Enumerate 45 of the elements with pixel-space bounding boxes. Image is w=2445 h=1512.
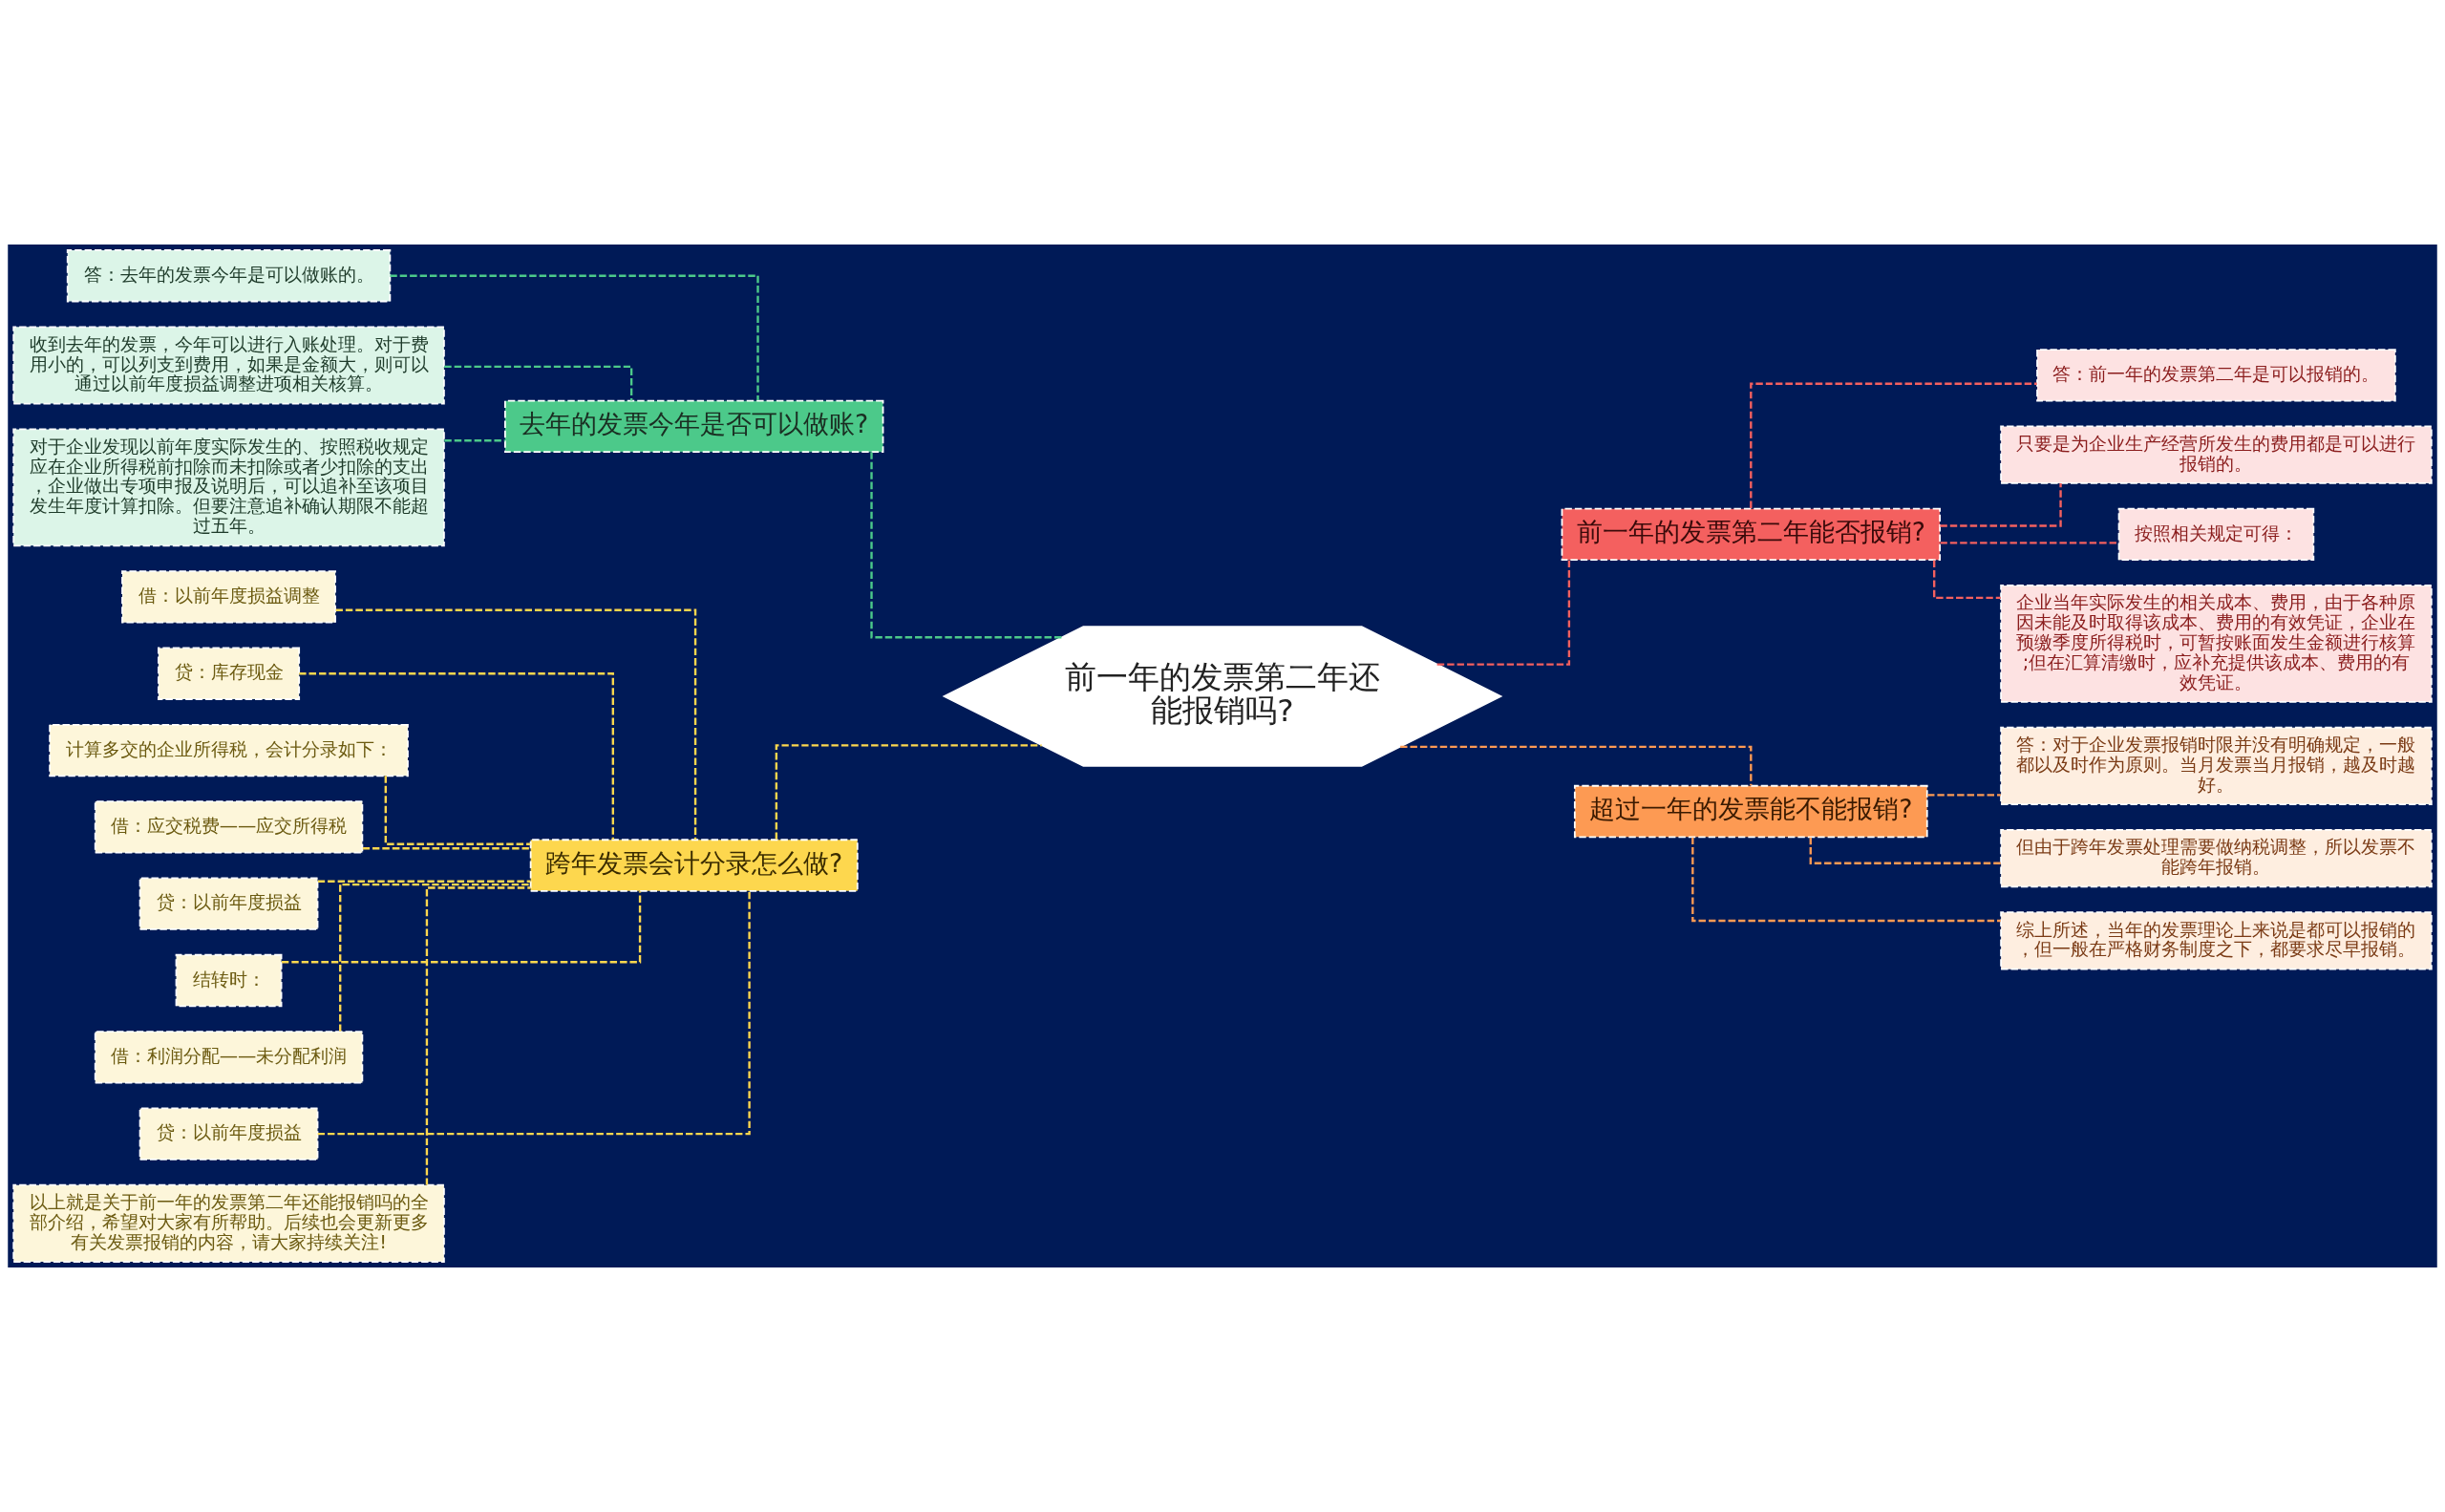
node-box: 但由于跨年发票处理需要做纳税调整，所以发票不能跨年报销。 xyxy=(2000,828,2433,888)
connector xyxy=(1750,382,2037,508)
connector xyxy=(317,880,531,883)
connector xyxy=(339,883,531,1032)
node-box: 贷：以前年度损益 xyxy=(138,877,319,930)
connector xyxy=(390,274,759,400)
connector xyxy=(444,365,633,401)
node-box: 贷：库存现金 xyxy=(158,647,301,700)
node-box: 按照相关规定可得： xyxy=(2117,507,2315,562)
connector xyxy=(1691,837,2001,923)
node-box: 去年的发票今年是否可以做账? xyxy=(503,399,884,454)
node-box: 答：去年的发票今年是可以做账的。 xyxy=(66,249,392,303)
connector xyxy=(1436,560,1571,666)
connector xyxy=(317,891,751,1136)
connector xyxy=(1940,482,2062,527)
node-box: 答：前一年的发票第二年是可以报销的。 xyxy=(2036,349,2396,402)
connector xyxy=(775,744,1042,840)
node-box: 对于企业发现以前年度实际发生的、按照税收规定应在企业所得税前扣除而未扣除或者少扣除的支出，企业做出专项申报及说明后，可以追补至该项目发生年度计算扣除。但要注意追补确认期限不能超过五年。 xyxy=(12,428,445,547)
connector xyxy=(1933,560,2001,600)
node-box: 借：应交税费——应交所得税 xyxy=(94,800,364,854)
connector xyxy=(1400,745,1753,786)
connector xyxy=(299,672,614,840)
connector xyxy=(281,891,642,964)
node-box: 借：以前年度损益调整 xyxy=(121,570,336,624)
node-box: 收到去年的发票，今年可以进行入账处理。对于费用小的，可以列支到费用，如果是金额大，则可以通过以前年度损益调整进项相关核算。 xyxy=(12,326,445,405)
node-box: 答：对于企业发票报销时限并没有明确规定，一般都以及时作为原则。当月发票当月报销，越及时越好。 xyxy=(2000,726,2433,805)
node-box: 结转时： xyxy=(175,953,283,1008)
node-box: 计算多交的企业所得税，会计分录如下： xyxy=(49,723,409,777)
connector xyxy=(335,608,697,840)
connector xyxy=(444,439,505,442)
node-box: 以上就是关于前一年的发票第二年还能报销吗的全部介绍，希望对大家有所帮助。后续也会更新更多有关发票报销的内容，请大家持续关注! xyxy=(12,1183,445,1263)
node-box: 综上所述，当年的发票理论上来说是都可以报销的，但一般在严格财务制度之下，都要求尽早报销。 xyxy=(2000,911,2433,970)
connector xyxy=(1940,542,2118,544)
connector xyxy=(384,776,531,845)
node-box: 前一年的发票第二年能否报销? xyxy=(1561,507,1942,562)
connector xyxy=(362,847,531,850)
connector xyxy=(1927,794,2001,797)
node-box: 贷：以前年度损益 xyxy=(138,1107,319,1161)
node-box: 借：利润分配——未分配利润 xyxy=(94,1031,364,1084)
node-box: 企业当年实际发生的相关成本、费用，由于各种原因未能及时取得该成本、费用的有效凭证，企业在预缴季度所得税时，可暂按账面发生金额进行核算;但在汇算清缴时，应补充提供该成本、费用的有效凭证。 xyxy=(2000,585,2433,703)
connector xyxy=(425,886,531,1185)
node-box: 超过一年的发票能不能报销? xyxy=(1573,784,1928,839)
node-box: 只要是为企业生产经营所发生的费用都是可以进行报销的。 xyxy=(2000,425,2433,484)
connector xyxy=(870,452,1062,639)
node-box: 跨年发票会计分录怎么做? xyxy=(529,839,859,892)
